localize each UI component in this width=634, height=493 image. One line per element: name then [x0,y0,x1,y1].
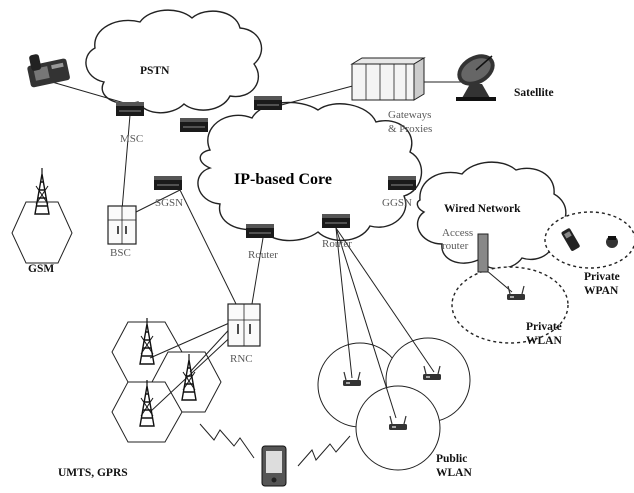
private-wpan-area [544,211,634,269]
umts-gprs-label: UMTS, GPRS [58,467,128,479]
mobile-phone-icon [561,228,580,251]
access-router-label-line1: Access [442,227,473,239]
desk-phone-icon [27,54,70,88]
bsc-label: BSC [110,247,131,259]
ip-core-label: IP-based Core [234,171,332,188]
access-router-label-line2: router [442,240,469,252]
sgsn-router-icon [153,175,183,191]
rnc-label: RNC [230,353,253,365]
router-left-icon [245,223,275,239]
rnc-controller-icon [227,303,261,347]
satellite-dish-icon [456,54,496,101]
gateways-label-line1: Gateways [388,109,431,121]
router-right-icon [321,213,351,229]
ip-core-cloud [197,101,423,242]
umts-cell-3 [111,381,183,443]
msc-switch-icon [115,101,145,117]
sgsn-label: SGSN [155,197,183,209]
router-left-label: Router [248,249,278,261]
private-wlan-area [451,266,569,344]
public-wlan-label-line2: WLAN [436,467,472,479]
wired-network-cloud [416,161,567,270]
bsc-controller-icon [107,205,137,245]
satellite-label: Satellite [514,87,554,99]
private-wlan-label-line2: WLAN [526,335,562,347]
private-wpan-label-line2: WPAN [584,285,619,297]
wireless-link-icon [297,435,351,467]
ggsn-router-icon [387,175,417,191]
headset-icon [606,236,618,248]
gateway-server-icon [350,57,426,101]
wireless-link-icon [199,423,255,459]
access-router-icon [477,233,489,273]
private-wlan-label-line1: Private [526,321,562,333]
public-wlan-label-line1: Public [436,453,467,465]
gateway-router-icon [253,95,283,111]
pstn-label: PSTN [140,65,170,77]
pda-icon [261,445,287,487]
pstn-cloud [85,9,263,114]
wired-network-label: Wired Network [444,203,521,215]
ggsn-label: GGSN [382,197,412,209]
router-right-label: Router [322,238,352,250]
core-router-icon [179,117,209,133]
gateways-label-line2: & Proxies [388,123,432,135]
private-wpan-label-line1: Private [584,271,620,283]
msc-label: MSC [120,133,143,145]
gsm-cell [11,201,73,264]
gsm-label: GSM [28,263,54,275]
